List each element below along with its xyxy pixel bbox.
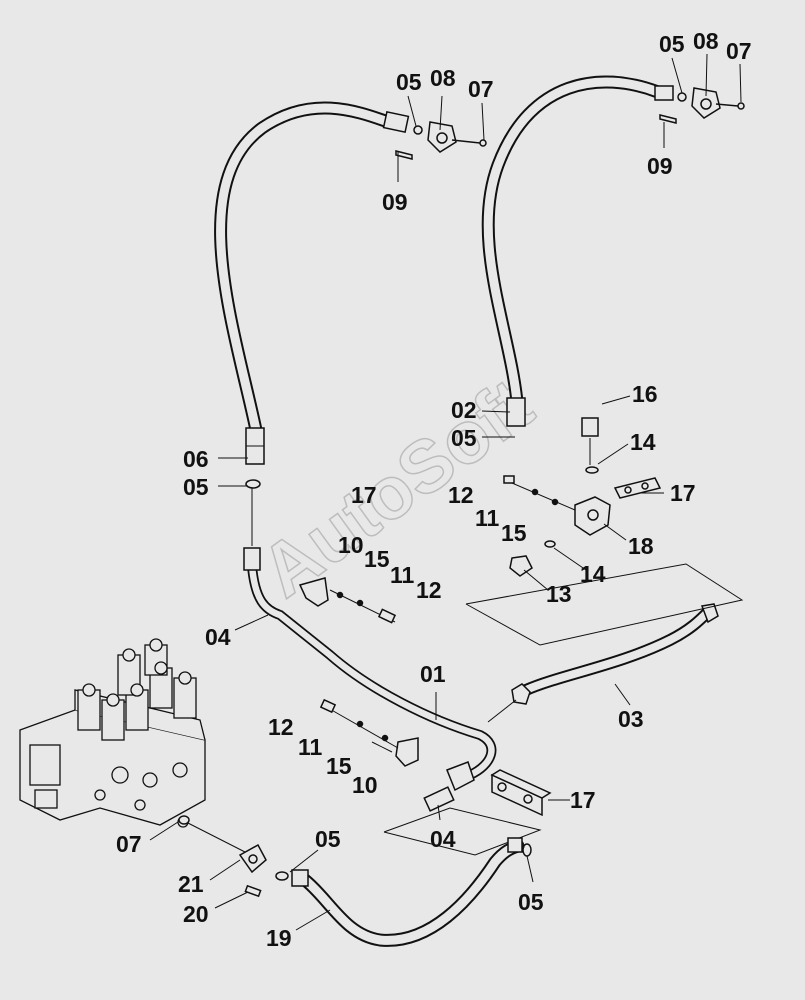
callout-11-right: 11 <box>475 505 500 531</box>
callout-07-lower-left: 07 <box>116 831 142 857</box>
callout-06: 06 <box>183 446 209 472</box>
callout-21: 21 <box>178 871 204 897</box>
callout-labels: 05 08 07 09 05 08 07 09 02 05 16 14 17 1… <box>116 28 752 951</box>
callout-07-top-left: 07 <box>468 76 494 102</box>
callout-17-middle: 17 <box>351 482 377 508</box>
callout-02: 02 <box>451 397 477 423</box>
callout-19: 19 <box>266 925 292 951</box>
callout-08-top-right: 08 <box>693 28 719 54</box>
callout-10-lower: 10 <box>352 772 378 798</box>
callout-05-lower-right: 05 <box>518 889 544 915</box>
callout-01: 01 <box>420 661 446 687</box>
callout-11-upper: 11 <box>390 562 415 588</box>
flange-cluster-top-right <box>659 87 745 124</box>
flange-21-group <box>178 815 267 898</box>
callout-05-left: 05 <box>183 474 209 500</box>
callout-03: 03 <box>618 706 644 732</box>
flange-cluster-top-left <box>395 121 487 160</box>
callout-17-lower: 17 <box>570 787 596 813</box>
pipe-01 <box>243 479 497 780</box>
callout-14-upper: 14 <box>630 429 656 455</box>
callout-20: 20 <box>183 901 209 927</box>
callout-16: 16 <box>632 381 658 407</box>
hose-06 <box>214 101 410 465</box>
callout-05-middle: 05 <box>451 425 477 451</box>
callout-11-lower: 11 <box>298 734 323 760</box>
callout-07-top-right: 07 <box>726 38 752 64</box>
block-17-lower <box>490 769 552 817</box>
callout-05-top-right: 05 <box>659 31 685 57</box>
callout-15-lower: 15 <box>326 753 352 779</box>
callout-04-upper: 04 <box>205 624 231 650</box>
callout-05-top-left: 05 <box>396 69 422 95</box>
hose-19 <box>275 837 532 947</box>
fitting-group-right <box>503 417 662 577</box>
callout-15-upper: 15 <box>364 546 390 572</box>
callout-12-upper: 12 <box>416 577 442 603</box>
callout-05-lower-left: 05 <box>315 826 341 852</box>
callout-04-lower: 04 <box>430 826 456 852</box>
callout-09-top-left: 09 <box>382 189 408 215</box>
hose-02 <box>481 75 674 427</box>
callout-17-right: 17 <box>670 480 696 506</box>
callout-14-lower: 14 <box>580 561 606 587</box>
callout-15-right: 15 <box>501 520 527 546</box>
clamp-10-upper <box>298 577 397 624</box>
clamp-10-lower <box>319 698 419 767</box>
callout-10-upper: 10 <box>338 532 364 558</box>
callout-09-top-right: 09 <box>647 153 673 179</box>
callout-08-top-left: 08 <box>430 65 456 91</box>
callout-18: 18 <box>628 533 654 559</box>
fitting-04-lower <box>383 761 542 856</box>
hose-03 <box>465 563 744 723</box>
callout-13: 13 <box>546 581 572 607</box>
control-valve-assembly <box>19 638 206 828</box>
leader-lines <box>149 53 742 931</box>
callout-12-right: 12 <box>448 482 474 508</box>
callout-12-lower: 12 <box>268 714 294 740</box>
